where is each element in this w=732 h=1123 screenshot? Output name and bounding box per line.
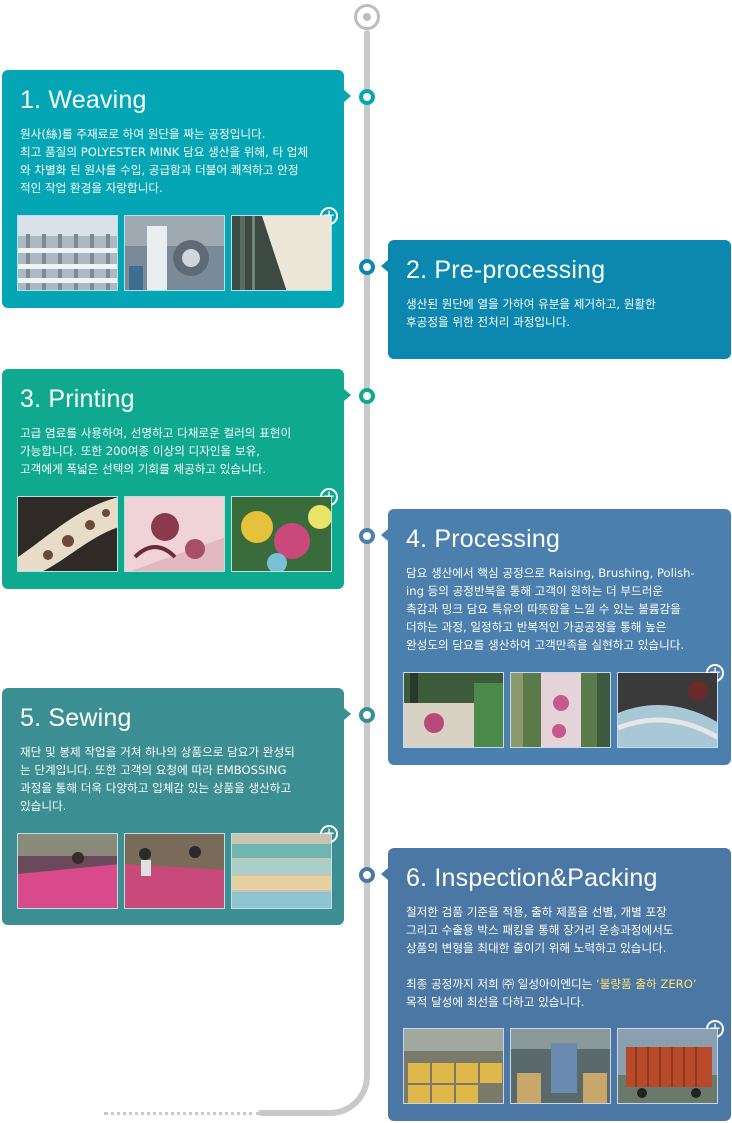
printing-photo-1[interactable] (17, 496, 118, 572)
sewing-photo-3[interactable] (231, 833, 332, 909)
step-title: 6. Inspection&Packing (406, 864, 658, 892)
step-description: 철저한 검품 기준을 적용, 출하 제품을 선별, 개별 포장 그리고 수출용 … (406, 905, 674, 955)
sewing-photo-1[interactable] (17, 833, 118, 909)
photo-gallery (17, 215, 332, 291)
step-card-preprocessing: 2. Pre-processing 생산된 원단에 열을 가하여 유분을 제거하… (381, 240, 731, 359)
step-card-inspection: 6. Inspection&Packing 철저한 검품 기준을 적용, 출하 … (381, 848, 731, 1121)
step-description: 생산된 원단에 열을 가하여 유분을 제거하고, 원활한 후공정을 위한 전처리… (406, 297, 656, 329)
inspection-photo-3[interactable] (617, 1028, 718, 1104)
timeline-start-icon (354, 4, 380, 30)
timeline-dotted-end (104, 1112, 260, 1115)
step-description: 원사(絲)를 주재료로 하여 원단을 짜는 공정입니다. 최고 품질의 POLY… (20, 127, 309, 195)
photo-gallery (403, 1028, 718, 1104)
step-title: 2. Pre-processing (406, 256, 606, 284)
timeline-node-3 (359, 388, 375, 404)
weaving-photo-2[interactable] (124, 215, 225, 291)
photo-gallery (403, 672, 718, 748)
weaving-photo-3[interactable] (231, 215, 332, 291)
step-description: 재단 및 봉제 작업을 거쳐 하나의 상품으로 담요가 완성되 는 단계입니다.… (20, 745, 295, 813)
processing-photo-2[interactable] (510, 672, 611, 748)
timeline-line (364, 30, 370, 1070)
timeline-node-5 (359, 707, 375, 723)
closing-note-lead: 최종 공정까지 저희 ㈜ 일성아이엔디는 (406, 977, 597, 991)
timeline-curve (300, 1054, 370, 1116)
card-pointer (344, 708, 351, 720)
timeline-node-6 (359, 867, 375, 883)
photo-gallery (17, 833, 332, 909)
timeline-node-4 (359, 528, 375, 544)
timeline-node-2 (359, 259, 375, 275)
timeline-tail (258, 1110, 308, 1116)
closing-note-tail: 목적 달성에 최선을 다하고 있습니다. (406, 995, 585, 1009)
step-closing-note: 최종 공정까지 저희 ㈜ 일성아이엔디는 ‘불량품 출하 ZERO’ 목적 달성… (406, 975, 713, 1011)
zero-defect-highlight: ‘불량품 출하 ZERO’ (596, 977, 697, 991)
step-title: 4. Processing (406, 525, 561, 553)
card-pointer (381, 260, 388, 272)
weaving-photo-1[interactable] (17, 215, 118, 291)
step-title: 5. Sewing (20, 704, 132, 732)
printing-photo-2[interactable] (124, 496, 225, 572)
step-description: 고급 염료를 사용하여, 선명하고 다채로운 컬러의 표현이 가능합니다. 또한… (20, 426, 292, 476)
sewing-photo-2[interactable] (124, 833, 225, 909)
inspection-photo-2[interactable] (510, 1028, 611, 1104)
card-pointer (344, 90, 351, 102)
inspection-photo-1[interactable] (403, 1028, 504, 1104)
step-card-printing: 3. Printing 고급 염료를 사용하여, 선명하고 다채로운 컬러의 표… (2, 369, 351, 589)
processing-photo-3[interactable] (617, 672, 718, 748)
step-card-sewing: 5. Sewing 재단 및 봉제 작업을 거쳐 하나의 상품으로 담요가 완성… (2, 688, 351, 925)
processing-photo-1[interactable] (403, 672, 504, 748)
card-pointer (381, 868, 388, 880)
timeline-node-1 (359, 89, 375, 105)
photo-gallery (17, 496, 332, 572)
step-title: 3. Printing (20, 385, 135, 413)
card-pointer (381, 529, 388, 541)
step-card-processing: 4. Processing 담요 생산에서 핵심 공정으로 Raising, B… (381, 509, 731, 765)
step-title: 1. Weaving (20, 86, 147, 114)
step-card-weaving: 1. Weaving 원사(絲)를 주재료로 하여 원단을 짜는 공정입니다. … (2, 70, 351, 308)
step-description: 담요 생산에서 핵심 공정으로 Raising, Brushing, Polis… (406, 566, 695, 652)
printing-photo-3[interactable] (231, 496, 332, 572)
card-pointer (344, 389, 351, 401)
